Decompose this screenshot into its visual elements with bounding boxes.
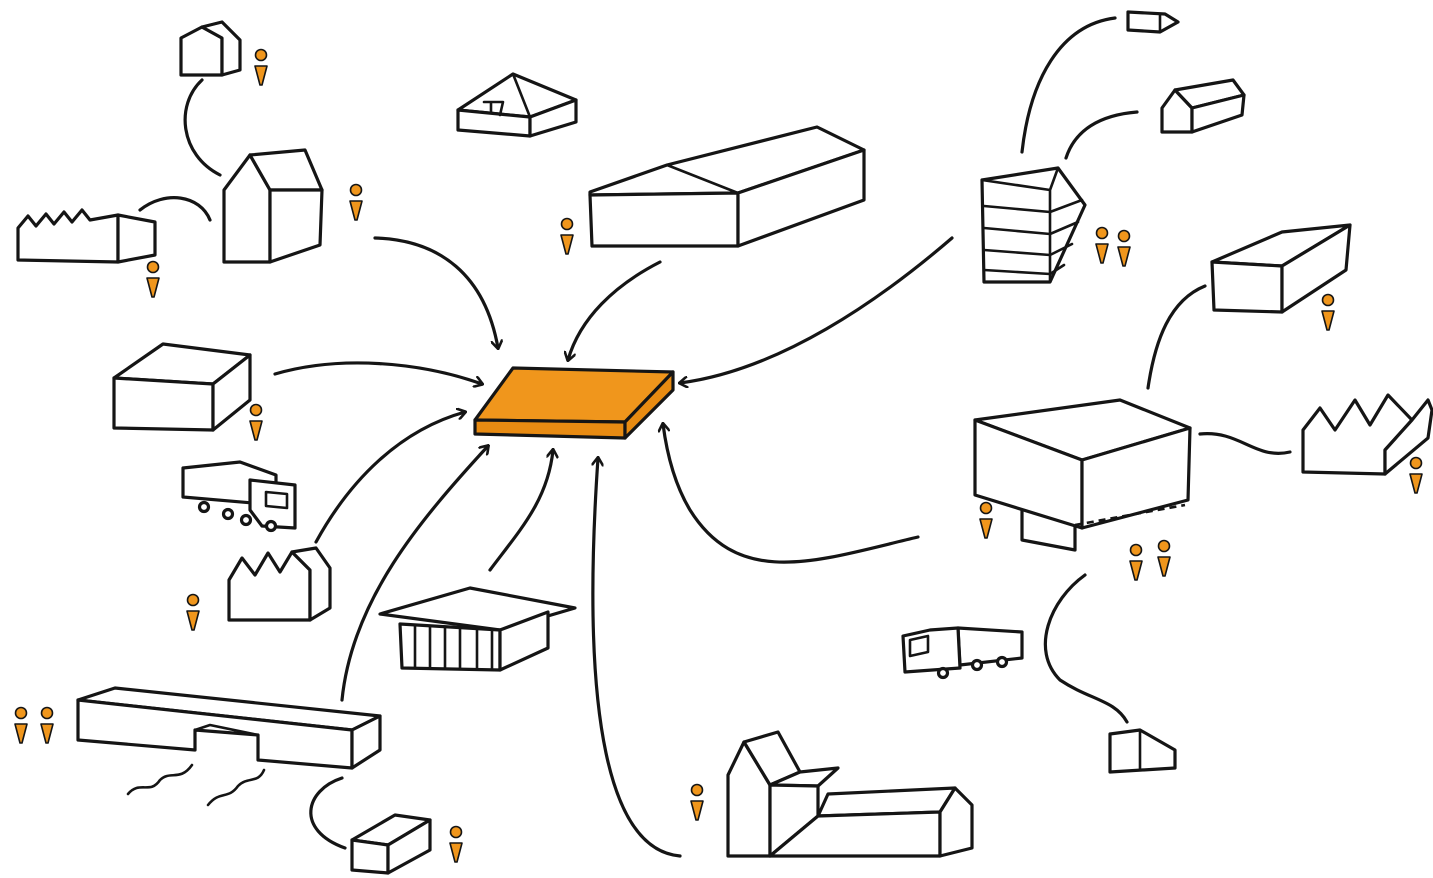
small-house (181, 22, 240, 75)
person-icon (691, 785, 703, 821)
connector-line (185, 80, 220, 175)
delivery-truck-right (903, 628, 1022, 678)
arrow-connector (316, 412, 465, 542)
person-icon (980, 503, 992, 539)
small-factory (229, 548, 330, 620)
person-icon (1096, 228, 1108, 264)
tower (982, 168, 1085, 282)
columned-pavilion (380, 588, 575, 670)
person-icon (147, 262, 159, 298)
connector-line (140, 198, 210, 220)
connector-line (1148, 286, 1205, 388)
person-icon (350, 185, 362, 221)
person-icon (187, 595, 199, 631)
small-shed (1110, 730, 1175, 772)
stepped-building (728, 732, 972, 856)
large-block (975, 400, 1190, 550)
connector-line (1045, 575, 1127, 722)
connector-line (311, 778, 345, 848)
block-building (114, 344, 250, 430)
long-hall (590, 127, 864, 246)
gable-house-right (1162, 80, 1244, 132)
arrow-connector (680, 238, 952, 383)
small-box (352, 815, 430, 873)
pitched-roof-house (224, 150, 322, 262)
bridge-building (78, 688, 380, 805)
tiny-box-top (1128, 12, 1178, 32)
connector-line (1022, 18, 1115, 152)
person-icon (1410, 458, 1422, 494)
person-icon (15, 708, 27, 744)
person-icon (41, 708, 53, 744)
connector-line (1200, 434, 1290, 454)
delivery-truck-icon (183, 462, 295, 531)
person-icon (255, 50, 267, 86)
person-icon (450, 827, 462, 863)
person-icon (1322, 295, 1334, 331)
arrow-connector (490, 450, 553, 570)
person-icon (250, 405, 262, 441)
central-platform-icon (475, 368, 673, 438)
pyramid-roof-house (458, 74, 576, 136)
connector-line (1066, 112, 1137, 158)
person-icon (1130, 545, 1142, 581)
arrow-connector (568, 262, 660, 360)
arrow-connector (593, 458, 680, 856)
person-icon (561, 219, 573, 255)
arrow-connector (375, 238, 498, 348)
sawtooth-factory (18, 210, 155, 262)
arrow-connector (275, 363, 482, 384)
arrow-connector (663, 424, 918, 562)
person-icon (1158, 541, 1170, 577)
person-icon (1118, 231, 1130, 267)
